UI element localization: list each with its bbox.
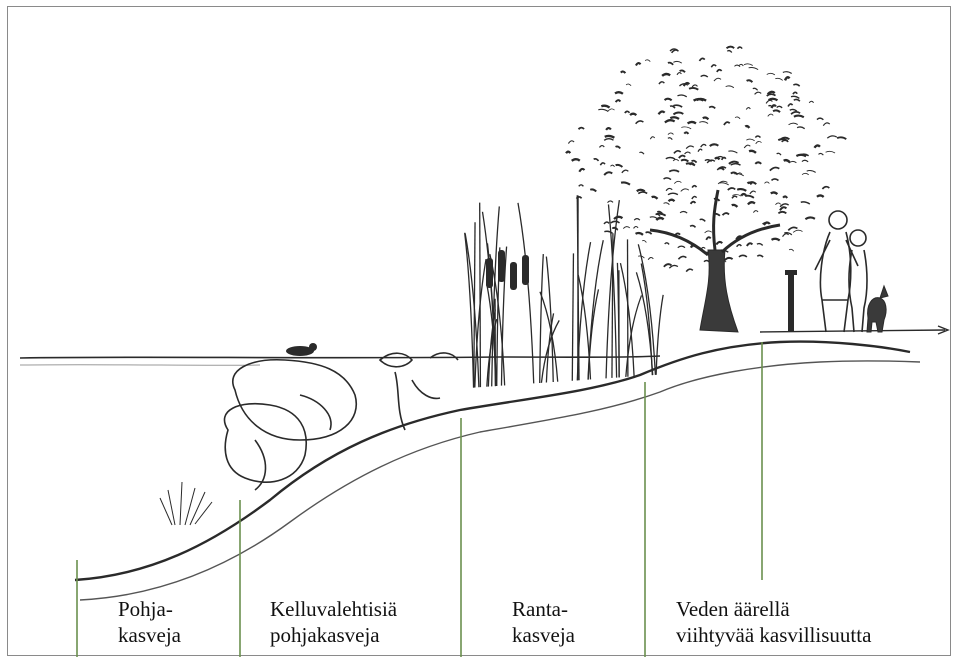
canopy-leaf <box>801 202 810 204</box>
zone-label-line2: kasveja <box>512 622 575 648</box>
canopy-leaf <box>737 245 742 247</box>
canopy-leaf <box>783 234 789 237</box>
canopy-leaf <box>837 137 846 139</box>
reed-blade <box>588 240 603 379</box>
canopy-leaf <box>817 195 824 197</box>
canopy-leaf <box>604 222 609 224</box>
canopy-leaf <box>566 152 570 154</box>
reed-blade <box>540 254 544 383</box>
canopy-leaf <box>757 244 763 246</box>
reed-blade <box>480 203 481 388</box>
canopy-leaf <box>817 118 823 120</box>
canopy-leaf <box>739 255 747 257</box>
ground-arrow-line <box>760 330 945 332</box>
reed-blade <box>572 253 573 380</box>
zone-label-line2: kasveja <box>118 622 181 648</box>
canopy-leaf <box>747 243 753 246</box>
reed-blade <box>656 295 663 375</box>
canopy-leaf <box>757 255 763 257</box>
reed-blade <box>540 292 558 382</box>
canopy-leaf <box>642 240 646 242</box>
zone-label-veden-aarella: Veden äärellä viihtyvää kasvillisuutta <box>676 596 871 648</box>
canopy-leaf <box>783 72 792 74</box>
canopy-leaf <box>678 256 686 259</box>
zone-label-rantakasveja: Ranta- kasveja <box>512 596 575 648</box>
submerged-plants <box>224 353 458 490</box>
water-surface-line-2 <box>20 365 260 366</box>
canopy-leaf <box>727 47 735 49</box>
canopy-leaf <box>724 258 732 260</box>
reed-blade <box>636 272 652 375</box>
zone-label-pohjakasveja: Pohja- kasveja <box>118 596 181 648</box>
zone-label-line1: Kelluvalehtisiä <box>270 596 397 622</box>
canopy-leaf <box>793 84 799 86</box>
canopy-leaf <box>789 249 793 251</box>
canopy-leaf <box>809 101 813 103</box>
canopy-leaf <box>826 151 835 153</box>
canopy-leaf <box>727 51 732 53</box>
canopy-leaf <box>579 128 584 130</box>
cattail-heads <box>486 250 529 290</box>
canopy-leaf <box>772 239 780 241</box>
zone-label-line2: viihtyvää kasvillisuutta <box>676 622 871 648</box>
canopy-leaf <box>793 230 802 232</box>
canopy-leaf <box>805 217 815 219</box>
canopy-leaf <box>572 159 580 161</box>
canopy-leaf <box>579 185 584 187</box>
canopy-leaf <box>621 71 626 73</box>
canopy-leaf <box>823 123 829 126</box>
pond-bed-lower <box>80 361 920 600</box>
canopy-leaf <box>788 227 797 230</box>
canopy-leaf <box>611 221 620 223</box>
canopy-leaf <box>686 269 693 272</box>
canopy-leaf <box>827 136 837 138</box>
water-surface-line <box>20 356 660 358</box>
canopy-leaf <box>648 257 653 259</box>
zone-label-line1: Pohja- <box>118 596 181 622</box>
canopy-leaf <box>785 77 790 80</box>
canopy-leaf <box>568 141 574 144</box>
canopy-leaf <box>737 47 742 49</box>
bottom-grasses <box>160 482 212 525</box>
frog-on-surface <box>286 343 317 356</box>
zone-label-line1: Ranta- <box>512 596 575 622</box>
zone-label-line1: Veden äärellä <box>676 596 871 622</box>
zone-label-line2: pohjakasveja <box>270 622 397 648</box>
zone-label-kelluvalehtisia: Kelluvalehtisiä pohjakasveja <box>270 596 397 648</box>
people-figures <box>815 211 867 332</box>
reed-blade <box>474 222 475 387</box>
dog-figure <box>867 286 888 332</box>
canopy-leaf <box>822 187 829 189</box>
fence-post <box>785 270 797 332</box>
